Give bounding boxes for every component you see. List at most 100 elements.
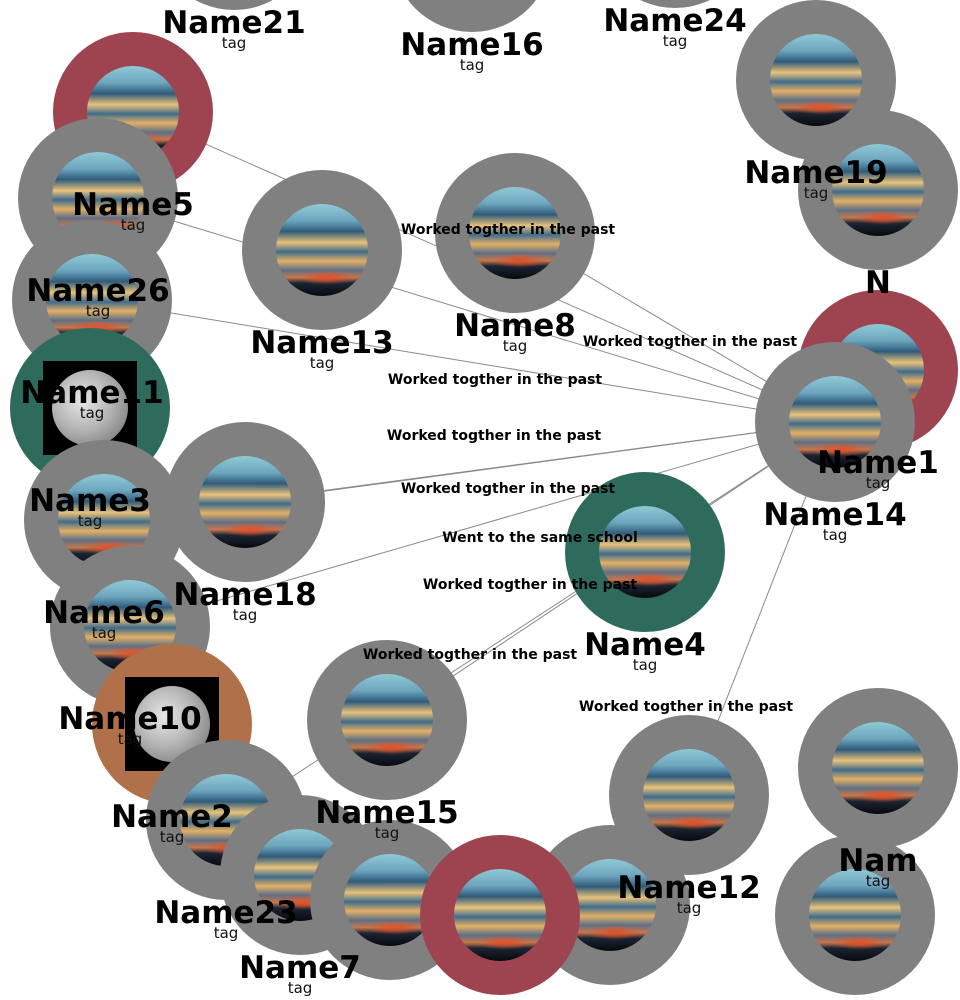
sunset-image-icon <box>770 34 862 126</box>
node-name: Nam <box>838 843 918 879</box>
sunset-image-icon <box>341 674 433 766</box>
graph-node[interactable] <box>92 644 252 804</box>
node-name: Name14 <box>763 497 907 533</box>
sunset-image-icon <box>832 144 924 236</box>
node-tag: tag <box>309 354 335 372</box>
node-tag: tag <box>79 404 105 422</box>
node-tag: tag <box>117 730 143 748</box>
edge-label: Worked togther in the past <box>386 428 602 444</box>
node-name: Name1 <box>817 445 939 481</box>
node-tag: tag <box>85 302 111 320</box>
moon-image-icon <box>43 361 137 455</box>
sunset-image-icon <box>469 187 561 279</box>
edge-line <box>91 299 836 423</box>
node-tag: tag <box>803 184 829 202</box>
sunset-image-icon <box>809 869 901 961</box>
node-tag: tag <box>374 824 400 842</box>
node-name: Name7 <box>239 950 361 986</box>
sunset-image-icon <box>199 456 291 548</box>
node-tag: tag <box>159 828 185 846</box>
node-tag: tag <box>221 34 247 52</box>
node-tag: tag <box>662 32 688 50</box>
node-name: Name3 <box>29 483 151 519</box>
graph-node[interactable] <box>755 342 915 502</box>
graph-node[interactable] <box>565 472 725 632</box>
node-name: Name8 <box>454 308 576 344</box>
node-name: Name23 <box>154 895 298 931</box>
node-name: Name21 <box>162 5 306 41</box>
node-name: Name4 <box>584 627 706 663</box>
sunset-image-icon <box>789 376 881 468</box>
graph-node[interactable] <box>10 328 170 488</box>
graph-node[interactable] <box>798 688 958 848</box>
node-tag: tag <box>232 606 258 624</box>
node-name: Name5 <box>72 187 194 223</box>
edge-label: Worked togther in the past <box>362 647 578 663</box>
edge-line <box>97 197 836 423</box>
sunset-image-icon <box>454 869 546 961</box>
node-tag: tag <box>632 656 658 674</box>
node-name: Name19 <box>744 155 888 191</box>
sunset-image-icon <box>599 506 691 598</box>
node-tag: tag <box>676 899 702 917</box>
node-name: Name13 <box>250 325 394 361</box>
edge-label: Worked togther in the past <box>400 222 616 238</box>
graph-node[interactable] <box>307 640 467 800</box>
node-name: Name10 <box>58 701 202 737</box>
graph-node[interactable] <box>420 835 580 995</box>
node-name: Name2 <box>111 799 233 835</box>
edge-label: Went to the same school <box>442 530 638 546</box>
graph-node[interactable] <box>165 422 325 582</box>
edge-label: Worked togther in the past <box>400 481 616 497</box>
node-tag: tag <box>865 872 891 890</box>
node-name: Name24 <box>603 3 747 39</box>
sunset-image-icon <box>276 204 368 296</box>
graph-node[interactable] <box>154 0 314 10</box>
node-tag: tag <box>865 474 891 492</box>
graph-node[interactable] <box>435 153 595 313</box>
node-tag: tag <box>213 924 239 942</box>
node-name: Name15 <box>315 795 459 831</box>
edge-line <box>129 421 836 627</box>
graph-node[interactable] <box>775 835 935 995</box>
node-name: Name26 <box>26 273 170 309</box>
edge-label: Worked togther in the past <box>582 334 798 350</box>
node-tag: tag <box>287 979 313 997</box>
edge-label: Worked togther in the past <box>387 372 603 388</box>
graph-node[interactable] <box>242 170 402 330</box>
node-name: Name11 <box>20 375 164 411</box>
node-name: N <box>865 265 891 301</box>
node-name: Name12 <box>617 870 761 906</box>
edge-label: Worked togther in the past <box>422 577 638 593</box>
node-name: Name18 <box>173 577 317 613</box>
node-name: Name6 <box>43 595 165 631</box>
node-tag: tag <box>91 624 117 642</box>
sunset-image-icon <box>832 722 924 814</box>
graph-node[interactable] <box>798 110 958 270</box>
node-label: N <box>865 265 891 301</box>
edge-label: Worked togther in the past <box>578 699 794 715</box>
sunset-image-icon <box>643 749 735 841</box>
graph-node[interactable] <box>595 0 755 8</box>
